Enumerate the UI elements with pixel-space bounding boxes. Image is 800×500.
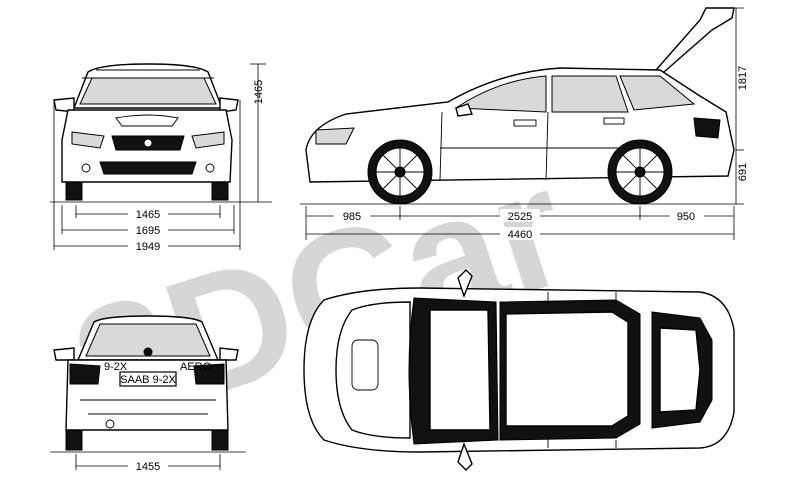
top-hood: [335, 301, 411, 439]
side-headlight: [315, 127, 355, 145]
front-body-width-label: 1695: [136, 225, 160, 237]
rear-left-tyre: [65, 429, 83, 451]
side-open-tailgate: [654, 7, 735, 73]
side-rear-door-handle: [603, 117, 625, 125]
top-right-mirror: [457, 441, 473, 471]
rear-right-taillight: [193, 363, 225, 385]
front-windshield: [79, 77, 217, 105]
rear-track-label: 1455: [136, 461, 160, 473]
side-front-door-handle: [513, 119, 537, 127]
top-view: [303, 269, 735, 471]
front-right-headlight: [191, 131, 225, 149]
dimension-labels: 1465 1695 1949 1465 1817 691 985 2525 95…: [128, 66, 749, 473]
rear-left-badge: 9-2X: [104, 361, 128, 373]
rear-exhaust: [105, 419, 115, 429]
rear-view: SAAB 9-2X 9-2X AERO: [50, 315, 246, 453]
rear-logo-icon: [143, 347, 153, 357]
side-rear-overhang-label: 950: [677, 211, 695, 223]
side-front-window: [454, 75, 547, 113]
side-taillight: [693, 117, 721, 139]
side-mirror: [455, 103, 473, 117]
rear-right-tyre: [211, 429, 229, 451]
rear-left-mirror: [53, 347, 75, 361]
top-roof: [429, 309, 491, 431]
rear-license-plate: [119, 371, 177, 387]
side-rear-window: [551, 75, 629, 113]
front-view: [50, 63, 272, 203]
side-view: [300, 7, 744, 205]
rear-right-badge: AERO: [180, 361, 212, 373]
side-ground-bumper-label: 691: [737, 163, 749, 181]
side-front-overhang-label: 985: [343, 211, 361, 223]
front-lower-intake: [99, 161, 197, 175]
side-height-label: 1817: [737, 66, 749, 90]
rear-left-taillight: [69, 363, 101, 385]
front-height-label: 1465: [253, 80, 265, 104]
rear-right-mirror: [219, 347, 239, 361]
side-length-label: 4460: [508, 229, 532, 241]
side-quarter-window: [619, 75, 696, 111]
rear-window: [85, 323, 211, 357]
top-hood-scoop: [351, 339, 379, 391]
front-left-headlight: [71, 131, 105, 149]
front-right-tyre: [211, 181, 229, 201]
top-left-mirror: [457, 269, 473, 299]
front-left-tyre: [65, 181, 83, 201]
front-mirror-width-label: 1949: [136, 241, 160, 253]
front-logo-icon: [143, 138, 153, 148]
side-wheelbase-label: 2525: [508, 211, 532, 223]
side-front-wheel: [367, 139, 433, 205]
rear-plate-text: SAAB 9-2X: [120, 374, 176, 386]
front-track-label: 1465: [136, 209, 160, 221]
side-rear-wheel: [607, 139, 673, 205]
